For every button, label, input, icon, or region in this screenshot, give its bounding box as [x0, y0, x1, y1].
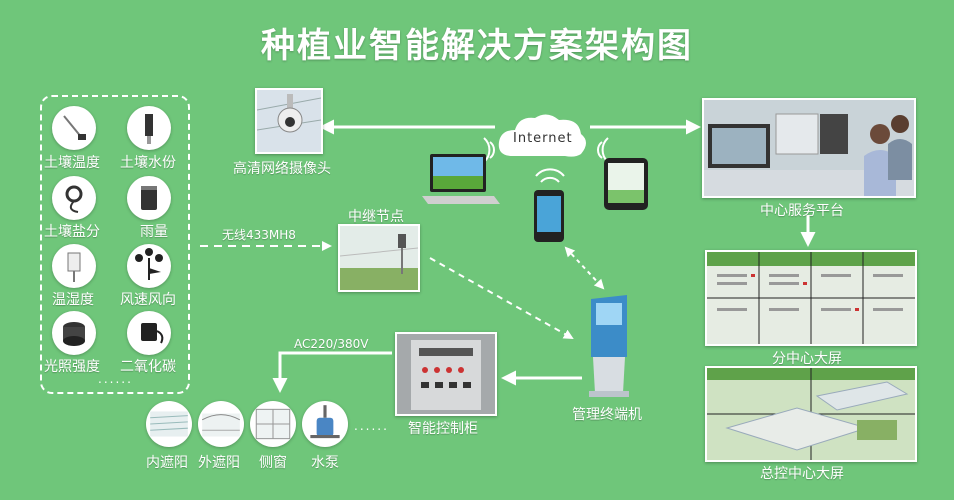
water-pump-icon — [302, 401, 348, 447]
camera-photo — [255, 88, 323, 154]
internet-cloud-icon — [498, 114, 586, 157]
soil-moisture-sensor-icon — [127, 106, 171, 150]
wireless-label: 无线433MH8 — [222, 228, 296, 242]
control-cabinet-photo — [395, 332, 497, 416]
side-window-icon — [250, 401, 296, 447]
temp-humidity-sensor-icon — [52, 244, 96, 288]
anemometer-icon — [127, 244, 171, 288]
camera-label: 高清网络摄像头 — [233, 161, 331, 177]
rain-gauge-icon — [127, 176, 171, 220]
sensor-label-co2: 二氧化碳 — [120, 359, 176, 375]
arrow-cabinet-to-actuators — [272, 351, 392, 393]
inner-shade-icon — [146, 401, 192, 447]
actuator-label-side-window: 侧窗 — [259, 455, 287, 471]
sub-center-screen-photo — [705, 250, 917, 346]
sensor-label-temp-humidity: 温湿度 — [52, 292, 94, 308]
master-center-screen-photo — [705, 366, 917, 462]
control-cabinet-icon — [397, 334, 495, 414]
sub-center-label: 分中心大屏 — [772, 351, 842, 367]
internet-label: Internet — [513, 131, 573, 146]
sensor-label-light: 光照强度 — [44, 359, 100, 375]
actuator-label-water-pump: 水泵 — [311, 455, 339, 471]
sensor-label-soil-moisture: 土壤水份 — [120, 155, 176, 171]
soil-temperature-probe-icon — [52, 106, 96, 150]
camera-icon — [257, 90, 321, 152]
actuator-label-outer-shade: 外遮阳 — [198, 455, 240, 471]
center-platform-label: 中心服务平台 — [760, 203, 844, 219]
sensor-label-rain: 雨量 — [140, 224, 168, 240]
master-center-label: 总控中心大屏 — [760, 466, 844, 482]
cabinet-label: 智能控制柜 — [408, 421, 478, 437]
actuator-label-inner-shade: 内遮阳 — [146, 455, 188, 471]
laptop-icon — [422, 154, 500, 204]
relay-label: 中继节点 — [348, 209, 404, 225]
wifi-signal-phone-icon — [535, 168, 565, 183]
arrow-phone-to-terminal — [564, 246, 605, 290]
sensor-label-soil-temperature: 土壤温度 — [44, 155, 100, 171]
page-title: 种植业智能解决方案架构图 — [261, 26, 693, 66]
light-sensor-icon — [52, 311, 96, 355]
tablet-icon — [604, 158, 648, 210]
kiosk-terminal-icon — [589, 295, 629, 397]
park-map-wall-icon — [707, 368, 915, 460]
voltage-label: AC220/380V — [294, 337, 369, 351]
soil-salinity-sensor-icon — [52, 176, 96, 220]
smartphone-icon — [534, 190, 564, 242]
sensor-label-wind: 风速风向 — [120, 292, 176, 308]
sensor-label-soil-salinity: 土壤盐分 — [44, 224, 100, 240]
greenhouse-relay-icon — [340, 226, 418, 290]
center-platform-photo — [702, 98, 916, 198]
terminal-label: 管理终端机 — [572, 407, 642, 423]
relay-node-photo — [338, 224, 420, 292]
sensor-more: ...... — [98, 372, 133, 386]
arrow-relay-to-terminal — [429, 257, 574, 339]
control-room-icon — [704, 100, 914, 196]
outer-shade-icon — [198, 401, 244, 447]
co2-sensor-icon — [127, 311, 171, 355]
actuator-more: ...... — [354, 419, 389, 433]
dashboard-wall-icon — [707, 252, 915, 344]
sensor-group — [40, 95, 190, 394]
